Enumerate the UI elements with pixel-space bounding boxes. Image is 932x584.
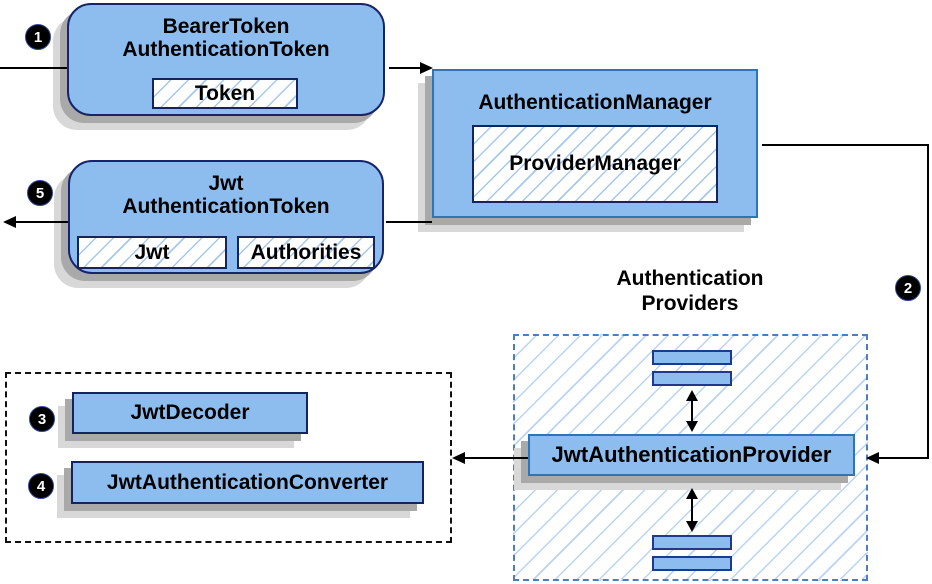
bearer-token-title-line1: BearerToken [162,15,290,38]
manager-to-provider-line-bottom [879,457,929,459]
stack-arrow-line [691,398,693,426]
provider-to-decoder-line [465,457,528,459]
jwt-authentication-converter-node: JwtAuthenticationConverter [71,461,424,504]
stack-arrow-up-icon [686,488,698,499]
bearer-token-authentication-token-node: BearerToken AuthenticationToken Token [67,3,385,116]
step-4-badge: 4 [28,473,54,499]
incoming-request-line [0,67,67,69]
provider-manager-chip: ProviderManager [472,125,718,203]
bearer-token-title-line2: AuthenticationToken [122,38,330,61]
authorities-chip: Authorities [237,236,375,269]
jwt-chip: Jwt [77,236,227,269]
stack-arrow-down-icon [686,421,698,432]
provider-stack-bar [652,535,732,550]
step-1-badge: 1 [25,24,51,50]
step-3-badge: 3 [29,406,55,432]
stack-arrow-down-icon [686,521,698,532]
authentication-providers-label: Authentication Providers [560,266,820,316]
jwt-decoder-node: JwtDecoder [72,392,308,434]
manager-to-provider-line-top [762,144,929,146]
authentication-manager-node: AuthenticationManager ProviderManager [432,69,758,218]
bearer-to-manager-arrowhead-icon [420,62,433,74]
outgoing-result-line [16,221,68,223]
step-5-badge: 5 [27,180,53,206]
provider-stack-bar [652,556,732,571]
jwt-authentication-token-node: Jwt AuthenticationToken Jwt Authorities [68,160,384,274]
stack-arrow-up-icon [686,390,698,401]
jwt-token-title-line2: AuthenticationToken [122,195,330,218]
stack-arrow-line [691,496,693,524]
manager-to-jwt-token-line [386,221,432,223]
jwt-authentication-provider-node: JwtAuthenticationProvider [528,434,855,476]
authentication-providers-label-line1: Authentication [616,267,764,290]
bearer-token-title: BearerToken AuthenticationToken [69,15,383,61]
manager-to-provider-line-right [927,144,929,459]
outgoing-result-arrowhead-icon [3,216,16,228]
jwt-token-title: Jwt AuthenticationToken [70,172,382,218]
provider-to-decoder-arrowhead-icon [452,452,465,464]
bearer-to-manager-line [389,67,422,69]
jwt-token-title-line1: Jwt [208,172,244,195]
authentication-providers-label-line2: Providers [641,292,739,315]
provider-stack-bar [652,350,732,365]
manager-to-provider-arrowhead-icon [866,452,879,464]
token-chip: Token [152,78,298,109]
provider-stack-bar [652,371,732,386]
step-2-badge: 2 [895,275,921,301]
authentication-manager-title: AuthenticationManager [478,91,712,114]
